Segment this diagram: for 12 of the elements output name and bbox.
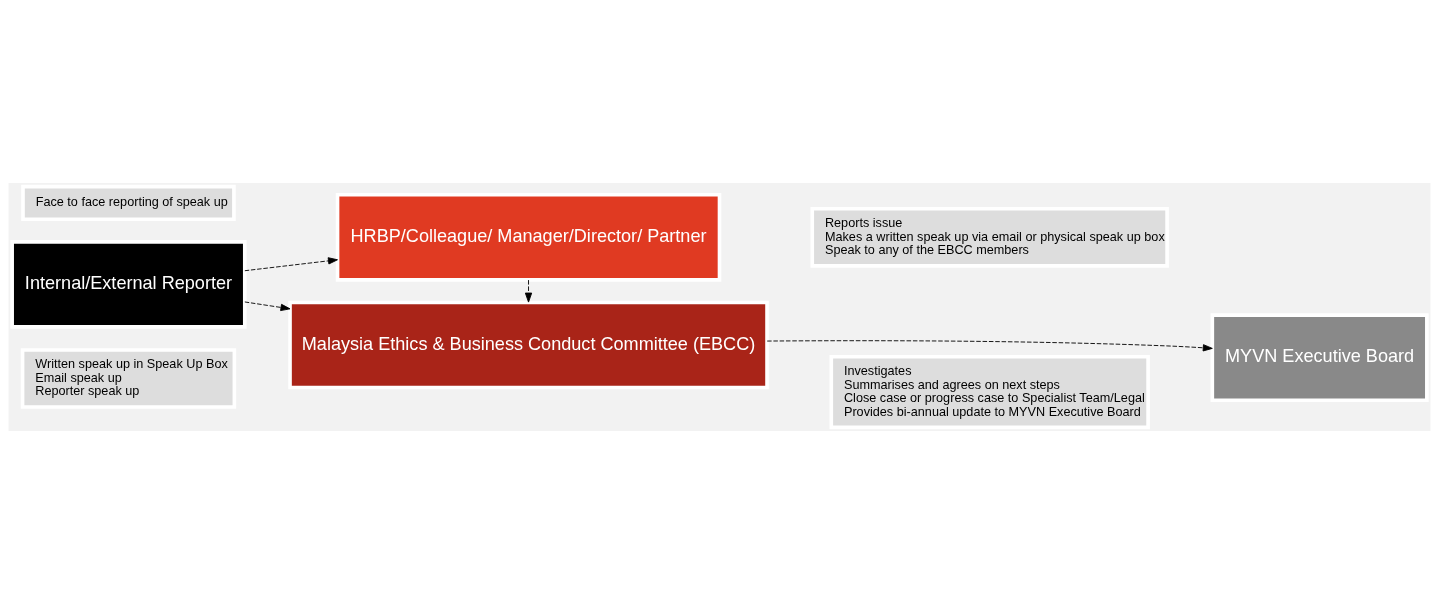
node-box: Written speak up in Speak Up Box Email speak up Reporter speak up: [20, 348, 237, 409]
node-box: Reports issue Makes a written speak up via email or physical speak up box Speak to any of the EBCC members: [810, 207, 1169, 268]
node-box: Face to face reporting of speak up: [21, 184, 236, 221]
arrow: [244, 301, 291, 312]
arrow: [244, 257, 338, 272]
node-box: HRBP/Colleague/ Manager/Director/ Partner: [335, 192, 722, 282]
node-box: Investigates Summarises and agrees on next steps Close case or progress case to Specialist Team/Legal Provides bi-annual update to MYVN Executive Board: [829, 354, 1150, 430]
node-box: Malaysia Ethics & Business Conduct Committee (EBCC): [288, 300, 769, 390]
node-box: Internal/External Reporter: [10, 240, 247, 329]
arrow: [524, 279, 533, 303]
node-box: MYVN Executive Board: [1210, 313, 1429, 403]
arrow: [766, 340, 1213, 352]
